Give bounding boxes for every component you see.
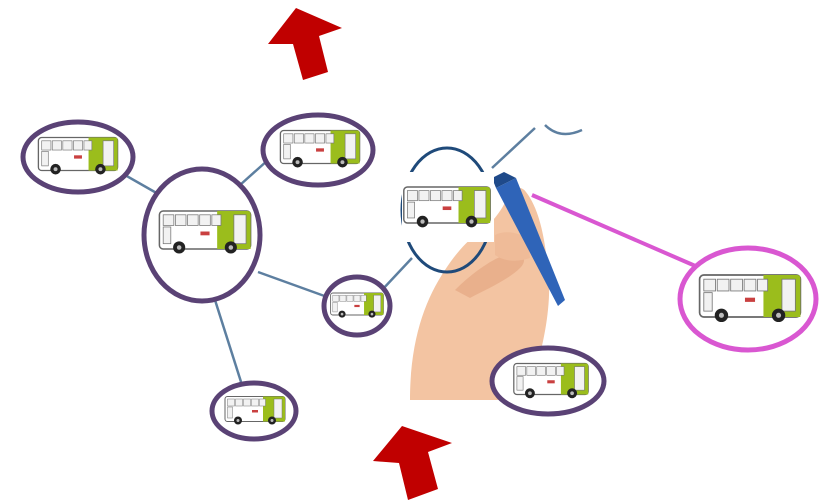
arrow-up-icon [268,8,342,80]
bus-icon [330,292,384,319]
bus-icon [698,274,802,323]
marker-icon [492,172,565,306]
bus-node [260,112,376,188]
hand-icon [410,187,550,400]
bus-icon [403,186,491,229]
bus-node [209,380,299,442]
connector [491,127,536,169]
connector [381,257,413,291]
connector [213,299,244,386]
bus-icon [513,362,589,399]
bus-node [489,345,607,417]
highlight-connector [531,193,701,270]
bus-node [20,119,136,195]
bus-icon [224,396,286,425]
connector [257,270,331,300]
connector [124,173,161,197]
connector [544,124,583,136]
bus-icon [279,129,361,169]
bus-icon [37,136,119,176]
highlighted-bus-node [677,245,819,353]
arrow-up-icon [373,426,452,500]
bus-node [400,146,494,274]
bus-icon [158,210,252,255]
connector [239,159,269,186]
bus-node [321,274,393,338]
bus-node [141,166,263,304]
